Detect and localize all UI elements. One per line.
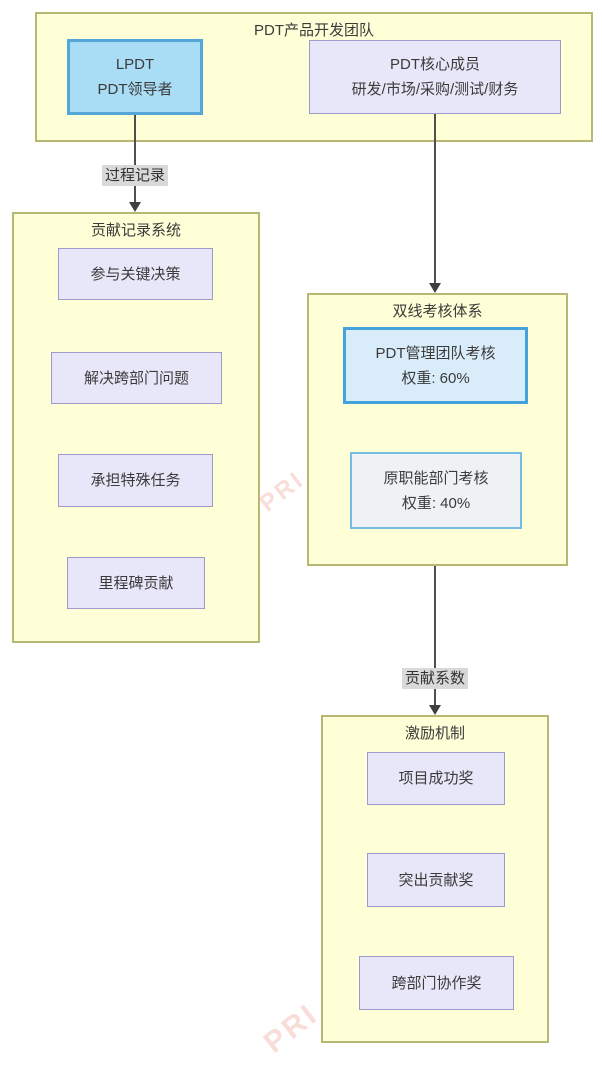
node-core-members-line1: PDT核心成员 xyxy=(389,56,480,73)
node-milestone-contribution-label: 里程碑贡献 xyxy=(98,574,174,592)
group-pdt-team-title: PDT产品开发团队 xyxy=(253,22,374,39)
node-project-success-award-label: 项目成功奖 xyxy=(398,770,474,787)
node-project-success-award: 项目成功奖 xyxy=(367,752,505,805)
node-key-decisions: 参与关键决策 xyxy=(58,248,213,300)
node-lpdt-line1: LPDT xyxy=(115,56,155,73)
edge-assessment-to-incentive xyxy=(434,566,436,706)
node-special-tasks-label: 承担特殊任务 xyxy=(90,472,181,489)
node-milestone-contribution: 里程碑贡献 xyxy=(67,557,205,609)
edge-members-to-assessment xyxy=(434,114,436,284)
node-lpdt-line2: PDT领导者 xyxy=(97,81,173,98)
node-outstanding-contribution-award-label: 突出贡献奖 xyxy=(398,871,474,889)
node-key-decisions-label: 参与关键决策 xyxy=(90,265,181,283)
node-outstanding-contribution-award: 突出贡献奖 xyxy=(367,853,505,907)
group-contribution-record-title: 贡献记录系统 xyxy=(90,222,181,239)
node-pdt-assessment: PDT管理团队考核 权重: 60% xyxy=(343,327,528,404)
node-dept-assessment-line2: 权重: 40% xyxy=(401,494,471,512)
node-dept-assessment-line1: 原职能部门考核 xyxy=(383,469,489,487)
node-special-tasks: 承担特殊任务 xyxy=(58,454,213,507)
group-dual-assessment-title: 双线考核体系 xyxy=(392,303,483,320)
node-core-members-line2: 研发/市场/采购/测试/财务 xyxy=(351,81,519,98)
edge-label-process-record: 过程记录 xyxy=(101,165,169,186)
arrow-down-icon xyxy=(429,705,441,715)
node-cross-dept-collab-award-label: 跨部门协作奖 xyxy=(391,974,482,992)
node-cross-dept-problems: 解决跨部门问题 xyxy=(51,352,222,404)
watermark: PRI xyxy=(254,465,310,518)
node-cross-dept-problems-label: 解决跨部门问题 xyxy=(83,369,189,387)
node-core-members: PDT核心成员 研发/市场/采购/测试/财务 xyxy=(309,40,561,114)
node-pdt-assessment-line2: 权重: 60% xyxy=(401,369,470,387)
watermark: PRI xyxy=(257,997,325,1060)
edge-lpdt-to-contribution xyxy=(134,115,136,204)
group-incentive-title: 激励机制 xyxy=(404,725,465,742)
node-cross-dept-collab-award: 跨部门协作奖 xyxy=(359,956,514,1010)
arrow-down-icon xyxy=(129,202,141,212)
edge-label-contribution-factor: 贡献系数 xyxy=(401,668,469,689)
node-pdt-assessment-line1: PDT管理团队考核 xyxy=(375,344,496,362)
node-dept-assessment: 原职能部门考核 权重: 40% xyxy=(350,452,522,529)
arrow-down-icon xyxy=(429,283,441,293)
node-lpdt: LPDT PDT领导者 xyxy=(67,39,203,115)
